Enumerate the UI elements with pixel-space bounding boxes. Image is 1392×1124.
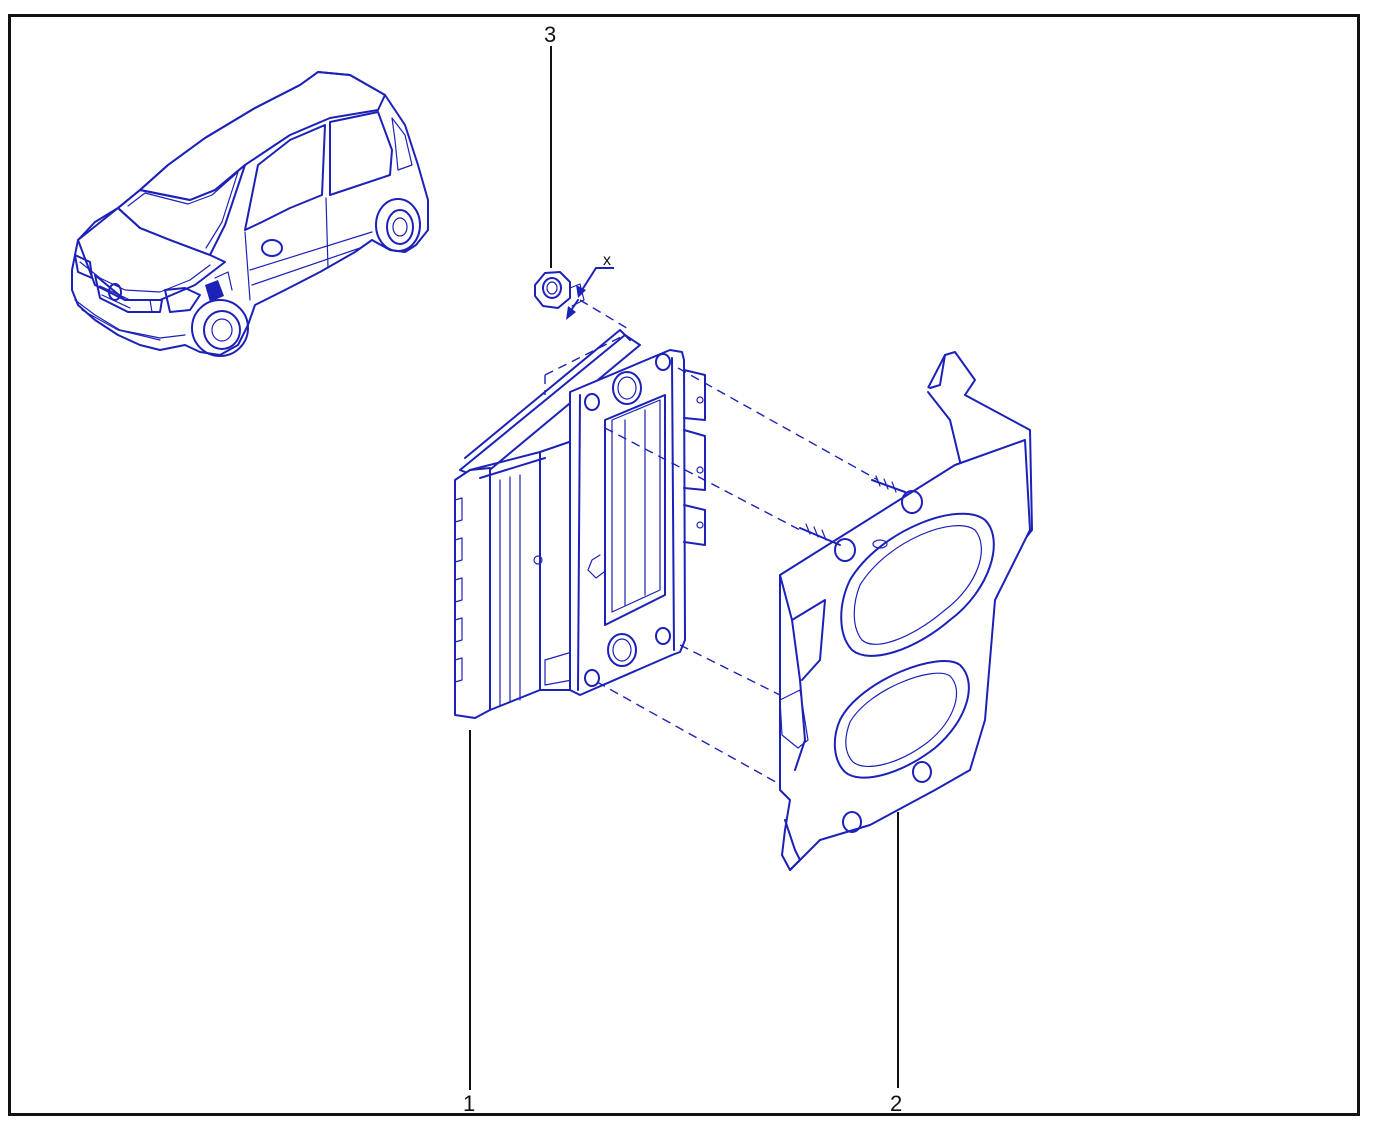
vehicle-locator-illustration xyxy=(71,71,429,357)
callout-label-3: 3 xyxy=(544,22,556,47)
part-3-nut xyxy=(534,271,631,331)
callout-leaders xyxy=(469,46,899,1090)
alignment-lines xyxy=(596,367,879,791)
callout-label-2: 2 xyxy=(890,1091,902,1116)
dimension-x-label: x xyxy=(603,252,611,269)
part-1-ecu-module xyxy=(454,329,706,719)
dimension-x-indicator: x xyxy=(566,252,614,320)
part-2-mounting-bracket xyxy=(779,351,1033,871)
callout-label-1: 1 xyxy=(463,1091,475,1116)
